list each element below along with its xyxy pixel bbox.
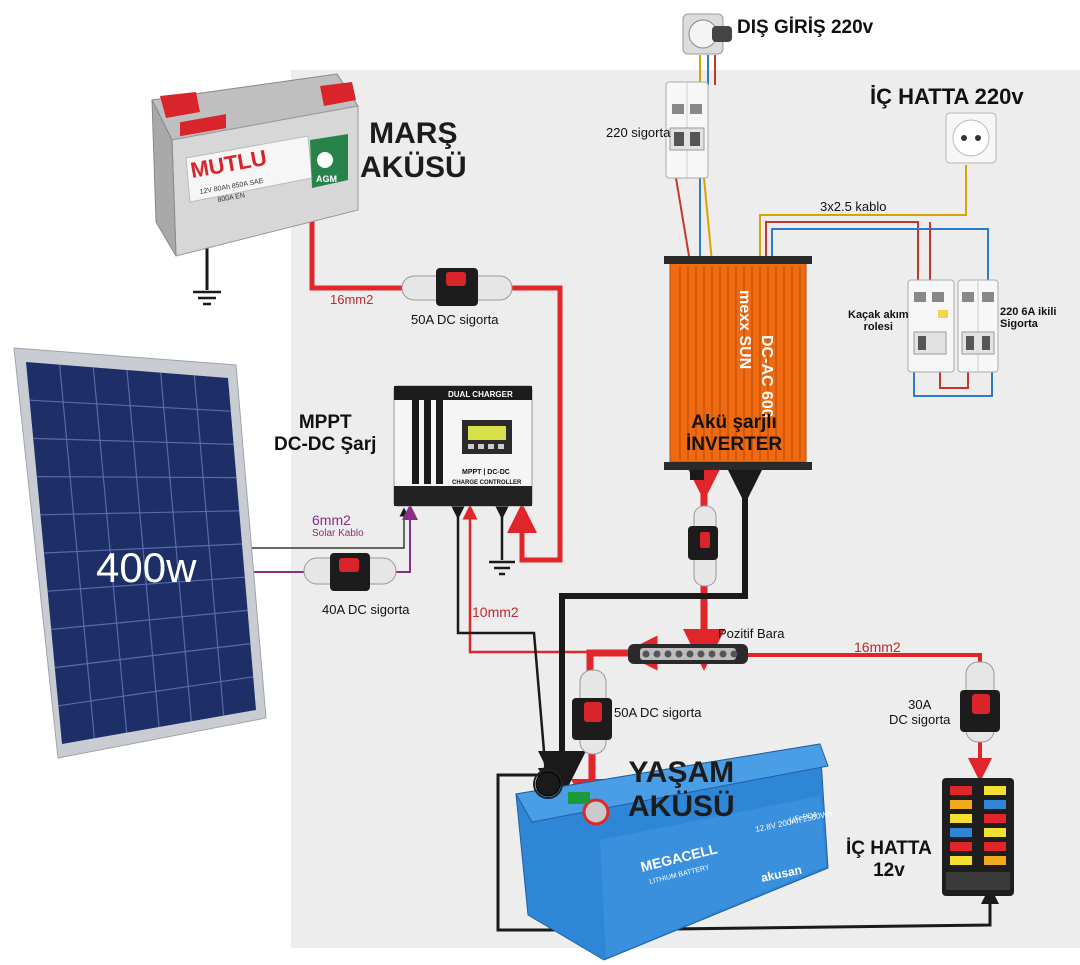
- double-breaker-220-6a: [957, 279, 999, 373]
- wall-socket: [945, 112, 997, 164]
- label-fuse-50a-mid: 50A DC sigorta: [614, 705, 702, 720]
- fuse-30a: [960, 661, 1000, 743]
- label-rcd: Kaçak akım rolesi: [848, 309, 909, 333]
- label-solar-cable: Solar Kablo: [312, 528, 364, 539]
- fuse-box-12v: [942, 778, 1014, 896]
- label-cable-16mm2-top: 16mm2: [330, 292, 374, 307]
- house-battery: MEGACELL LITHIUM BATTERY 12.8V 200Ah 256…: [515, 743, 833, 961]
- dual-charger: DUAL CHARGER MPPT | DC-DC CHARGE CONTROL…: [393, 385, 533, 507]
- ac-wiring: [675, 55, 993, 397]
- inverter: mexx SUN DC-AC 600: [664, 256, 812, 480]
- inverter-brand-text: mexx SUN: [736, 290, 753, 369]
- label-inside-line-12: İÇ HATTA 12v: [846, 838, 932, 881]
- label-mppt: MPPT DC-DC Şarj: [274, 412, 377, 455]
- solar-panel: [13, 347, 267, 759]
- charger-sub1-text: MPPT | DC-DC: [462, 469, 510, 476]
- label-inverter: Akü şarjlı İNVERTER: [686, 412, 783, 455]
- label-fuse-40a: 40A DC sigorta: [322, 602, 410, 617]
- fuse-40a: [303, 553, 397, 591]
- starter-battery: MUTLU 12V 80Ah 850A SAE 800A EN AGM: [151, 73, 359, 257]
- starter-type-text: AGM: [316, 174, 337, 184]
- label-cable-10mm2: 10mm2: [472, 604, 519, 620]
- breaker-220: [665, 81, 709, 179]
- label-fuse-30a: 30A DC sigorta: [889, 697, 951, 727]
- label-double-breaker: 220 6A ikili Sigorta: [1000, 306, 1057, 330]
- label-outside-input: DIŞ GİRİŞ 220v: [737, 17, 874, 38]
- charger-title-text: DUAL CHARGER: [448, 390, 513, 399]
- inverter-model-text: DC-AC 600: [758, 335, 775, 418]
- positive-bus-bar: [628, 644, 748, 664]
- fuse-50a-mid: [572, 669, 612, 755]
- ground-symbol-starter: [193, 290, 221, 306]
- label-cable-6mm2: 6mm2: [312, 512, 351, 528]
- label-cable-3x25: 3x2.5 kablo: [820, 199, 887, 214]
- wall-plug: [682, 13, 732, 55]
- label-starter-battery: MARŞ AKÜSÜ: [360, 117, 467, 184]
- charger-sub2-text: CHARGE CONTROLLER: [452, 480, 522, 486]
- starter-spec2-text: 800A EN: [217, 192, 245, 204]
- purple-wiring: [248, 504, 418, 573]
- label-cable-16mm2-right: 16mm2: [854, 639, 901, 655]
- black-wiring: [205, 110, 999, 932]
- label-positive-bus: Pozitif Bara: [718, 626, 785, 641]
- label-house-battery: YAŞAM AKÜSÜ: [628, 756, 735, 823]
- fuse-50a-top: [401, 268, 513, 306]
- rcd-breaker: [907, 279, 955, 373]
- fuse-inverter: [688, 505, 718, 587]
- label-solar-power: 400w: [96, 544, 197, 591]
- label-breaker-220: 220 sigorta: [606, 125, 671, 140]
- ground-symbol-charger: [489, 560, 515, 576]
- label-fuse-50a-top: 50A DC sigorta: [411, 312, 499, 327]
- label-inside-line-220: İÇ HATTA 220v: [870, 84, 1024, 109]
